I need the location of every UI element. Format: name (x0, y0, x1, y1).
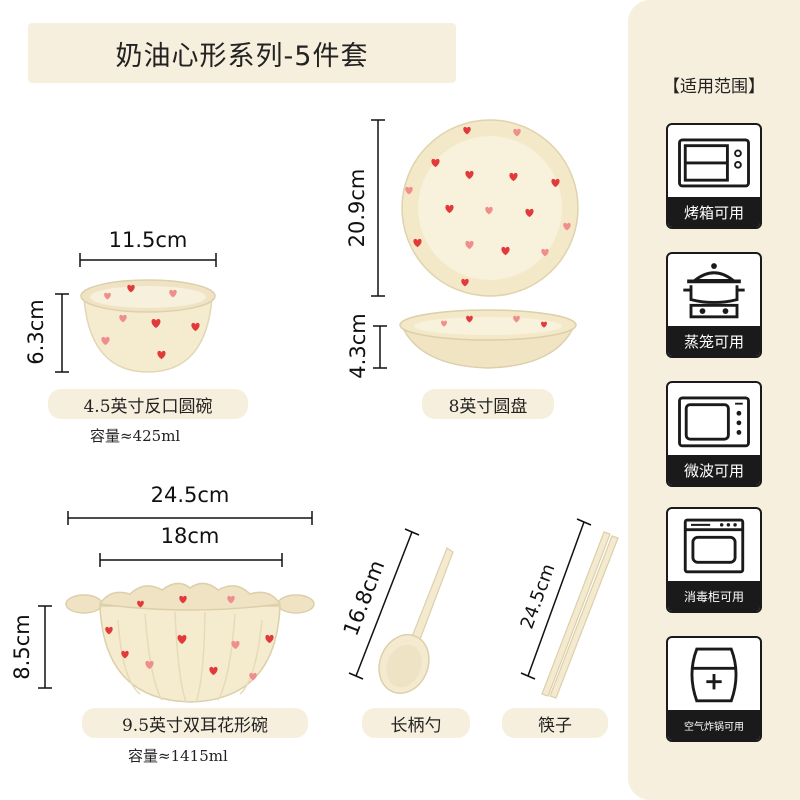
large-bowl-name: 9.5英寸双耳花形碗 (82, 708, 308, 738)
large-bowl-inner-width-line (99, 553, 283, 567)
usage-label: 消毒柜可用 (668, 581, 760, 611)
air-fryer-icon (690, 647, 738, 703)
chopsticks-image (541, 531, 619, 699)
usage-label: 空气炸锅可用 (668, 710, 760, 740)
plate-diameter-label: 20.9cm (345, 168, 369, 248)
large-bowl-height-line (38, 605, 52, 689)
small-bowl-name: 4.5英寸反口圆碗 (48, 389, 248, 419)
usage-label: 烤箱可用 (668, 197, 760, 227)
usage-label: 微波可用 (668, 455, 760, 485)
large-bowl-image (65, 582, 315, 703)
plate-top-image (401, 119, 579, 297)
usage-heading: 【适用范围】 (663, 77, 765, 97)
usage-card-air-fryer: 空气炸锅可用 (666, 636, 762, 742)
spoon-image (378, 547, 454, 694)
usage-card-microwave: 微波可用 (666, 381, 762, 487)
small-bowl-width-line (79, 253, 217, 267)
microwave-icon (678, 396, 750, 448)
small-bowl-width-label: 11.5cm (108, 228, 188, 252)
usage-card-steamer: 蒸笼可用 (666, 252, 762, 358)
small-bowl-height-label: 6.3cm (24, 299, 48, 365)
page-title: 奶油心形系列-5件套 (28, 23, 456, 83)
chopsticks-length-line (520, 518, 592, 680)
spoon-length-line (348, 528, 420, 680)
small-bowl-capacity: 容量≈425ml (90, 427, 181, 445)
large-bowl-height-label: 8.5cm (10, 614, 34, 680)
plate-height-label: 4.3cm (346, 313, 370, 379)
oven-icon (678, 138, 750, 188)
plate-diameter-line (371, 119, 385, 297)
small-bowl-image (80, 279, 216, 373)
plate-side-image (399, 309, 577, 369)
plate-height-line (373, 325, 387, 369)
usage-card-sterilizer: 消毒柜可用 (666, 507, 762, 613)
product-illustrations (38, 119, 619, 703)
spoon-name: 长柄勺 (362, 708, 470, 738)
large-bowl-outer-width-line (67, 511, 313, 525)
usage-card-oven: 烤箱可用 (666, 123, 762, 229)
large-bowl-outer-width-label: 24.5cm (150, 483, 230, 507)
chopsticks-name: 筷子 (502, 708, 608, 738)
steamer-icon (683, 263, 745, 319)
large-bowl-capacity: 容量≈1415ml (128, 747, 228, 765)
plate-name: 8英寸圆盘 (422, 389, 554, 419)
sterilizer-icon (683, 518, 745, 574)
small-bowl-height-line (55, 293, 69, 373)
large-bowl-inner-width-label: 18cm (160, 524, 220, 548)
usage-label: 蒸笼可用 (668, 326, 760, 356)
